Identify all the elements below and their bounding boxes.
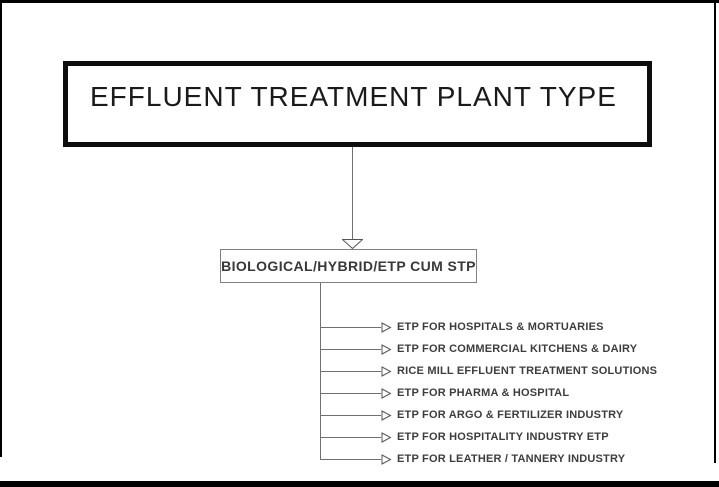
branch-item: ETP FOR ARGO & FERTILIZER INDUSTRY (320, 408, 623, 422)
page-border-bottom (0, 481, 719, 487)
branch-label: RICE MILL EFFLUENT TREATMENT SOLUTIONS (397, 365, 658, 377)
right-arrowhead-icon (381, 453, 392, 465)
branch-connector (320, 458, 381, 460)
branch-item: ETP FOR HOSPITALITY INDUSTRY ETP (320, 430, 609, 444)
branch-connector (320, 326, 381, 328)
right-arrowhead-icon (381, 365, 392, 377)
branch-item: ETP FOR LEATHER / TANNERY INDUSTRY (320, 452, 625, 466)
right-arrowhead-icon (381, 343, 392, 355)
root-node-label: BIOLOGICAL/HYBRID/ETP CUM STP (221, 258, 476, 274)
branch-label: ETP FOR PHARMA & HOSPITAL (397, 387, 570, 399)
right-arrowhead-icon (381, 409, 392, 421)
branch-connector (320, 414, 381, 416)
down-arrowhead-icon (342, 239, 363, 249)
right-arrowhead-icon (381, 321, 392, 333)
title-box: EFFLUENT TREATMENT PLANT TYPE (63, 61, 652, 147)
page-border-right (714, 0, 716, 463)
branch-connector (320, 436, 381, 438)
branch-label: ETP FOR COMMERCIAL KITCHENS & DAIRY (397, 343, 638, 355)
branch-label: ETP FOR LEATHER / TANNERY INDUSTRY (397, 453, 626, 465)
branch-item: RICE MILL EFFLUENT TREATMENT SOLUTIONS (320, 364, 657, 378)
branch-label: ETP FOR HOSPITALITY INDUSTRY ETP (397, 431, 609, 443)
branch-item: ETP FOR HOSPITALS & MORTUARIES (320, 320, 604, 334)
branch-connector (320, 370, 381, 372)
branch-connector (320, 392, 381, 394)
trunk-line (320, 283, 321, 460)
branch-label: ETP FOR HOSPITALS & MORTUARIES (397, 321, 604, 333)
title-to-root-connector (352, 147, 353, 240)
branch-label: ETP FOR ARGO & FERTILIZER INDUSTRY (397, 409, 624, 421)
diagram-title: EFFLUENT TREATMENT PLANT TYPE (90, 81, 617, 112)
right-arrowhead-icon (381, 387, 392, 399)
page-border-top (0, 0, 719, 3)
page-border-left (0, 0, 2, 457)
right-arrowhead-icon (381, 431, 392, 443)
root-node: BIOLOGICAL/HYBRID/ETP CUM STP (220, 249, 477, 283)
branch-item: ETP FOR COMMERCIAL KITCHENS & DAIRY (320, 342, 637, 356)
branch-connector (320, 348, 381, 350)
branch-item: ETP FOR PHARMA & HOSPITAL (320, 386, 569, 400)
